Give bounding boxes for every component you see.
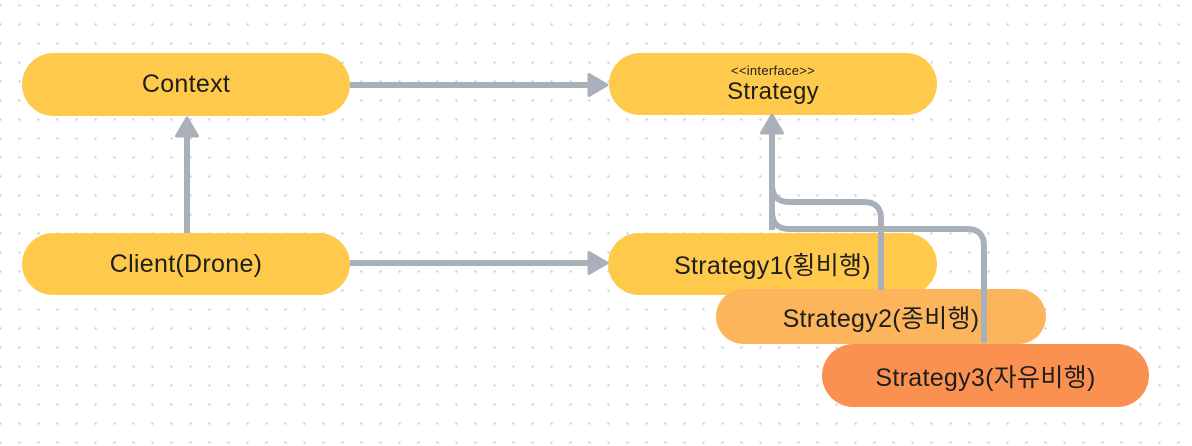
- node-client-drone[interactable]: Client(Drone): [22, 233, 350, 295]
- node-strategy3-label: Strategy3(자유비행): [875, 363, 1096, 392]
- node-strategy-label: Strategy: [727, 78, 819, 105]
- node-strategy2-label: Strategy2(종비행): [782, 304, 980, 333]
- node-client-label: Client(Drone): [109, 249, 263, 278]
- arrowhead-right-strategy1: [587, 251, 609, 275]
- arrowhead-up-context: [175, 116, 199, 138]
- node-strategy2[interactable]: Strategy2(종비행): [716, 289, 1046, 344]
- node-strategy-interface[interactable]: <<interface>> Strategy: [609, 53, 937, 115]
- node-strategy1-label: Strategy1(횡비행): [674, 252, 871, 280]
- node-strategy1[interactable]: Strategy1(횡비행): [608, 233, 937, 295]
- node-strategy3[interactable]: Strategy3(자유비행): [822, 344, 1149, 407]
- arrowhead-up-strategy: [760, 113, 784, 135]
- stereotype-label: <<interface>>: [730, 63, 816, 78]
- node-context-label: Context: [141, 70, 231, 98]
- node-context[interactable]: Context: [22, 53, 350, 116]
- arrowhead-right-strategy: [587, 73, 609, 97]
